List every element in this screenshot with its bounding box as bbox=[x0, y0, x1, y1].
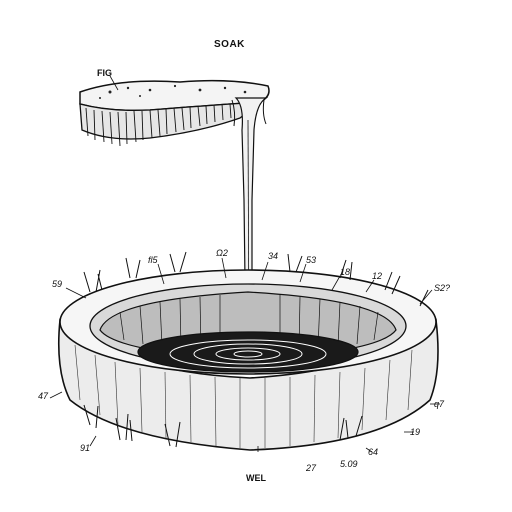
callout-label: 19 bbox=[410, 427, 421, 437]
floating-slab bbox=[79, 79, 270, 147]
callout-label: fl5 bbox=[148, 255, 158, 265]
diagram-title: SOAK bbox=[214, 39, 245, 50]
water-pool bbox=[137, 331, 359, 373]
bottom-label: WEL bbox=[246, 473, 266, 483]
callout-label: 91 bbox=[80, 443, 91, 453]
callout-label: S2? bbox=[434, 283, 451, 293]
callout-label: 18 bbox=[340, 267, 351, 277]
callout-label: 27 bbox=[306, 463, 317, 473]
callout-label: 12 bbox=[372, 271, 383, 281]
callout-label: Ω2 bbox=[216, 248, 228, 258]
callout-label: 53 bbox=[306, 255, 317, 265]
callout-label: 5.09 bbox=[340, 459, 358, 469]
callout-label: 59 bbox=[52, 279, 63, 289]
fig-label: FIG bbox=[97, 68, 112, 78]
callout-label: 47 bbox=[38, 391, 49, 401]
well-body bbox=[57, 318, 439, 451]
callout-label: 64 bbox=[368, 447, 379, 457]
callout-label: 34 bbox=[268, 251, 279, 261]
leader-lines bbox=[49, 75, 440, 453]
callout-label: q7 bbox=[434, 399, 445, 409]
